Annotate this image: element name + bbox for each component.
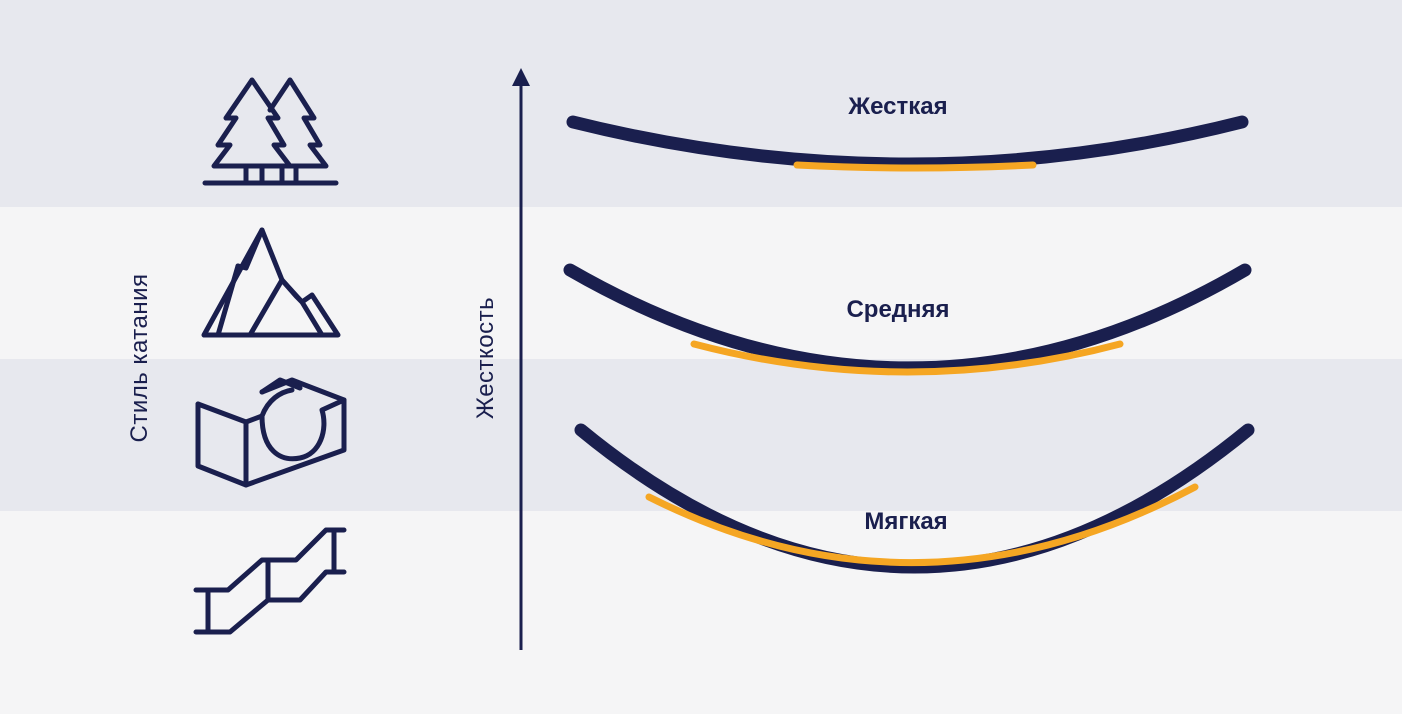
flex-label-soft: Мягкая [864,508,948,535]
flex-label-medium: Средняя [846,296,950,323]
mountain-icon [201,227,341,338]
curve-soft [574,423,1255,574]
curve-medium [563,263,1252,376]
trees-icon [202,77,339,186]
flex-label-hard: Жесткая [848,93,948,120]
stiffness-axis-label: Жесткость [472,296,499,420]
band-rails [0,511,1402,714]
halfpipe-icon [195,377,347,488]
curve-hard [566,115,1249,172]
riding-style-axis-label: Стиль катания [126,273,153,443]
rail-stairs-icon [193,527,347,635]
stiffness-axis [512,68,530,650]
